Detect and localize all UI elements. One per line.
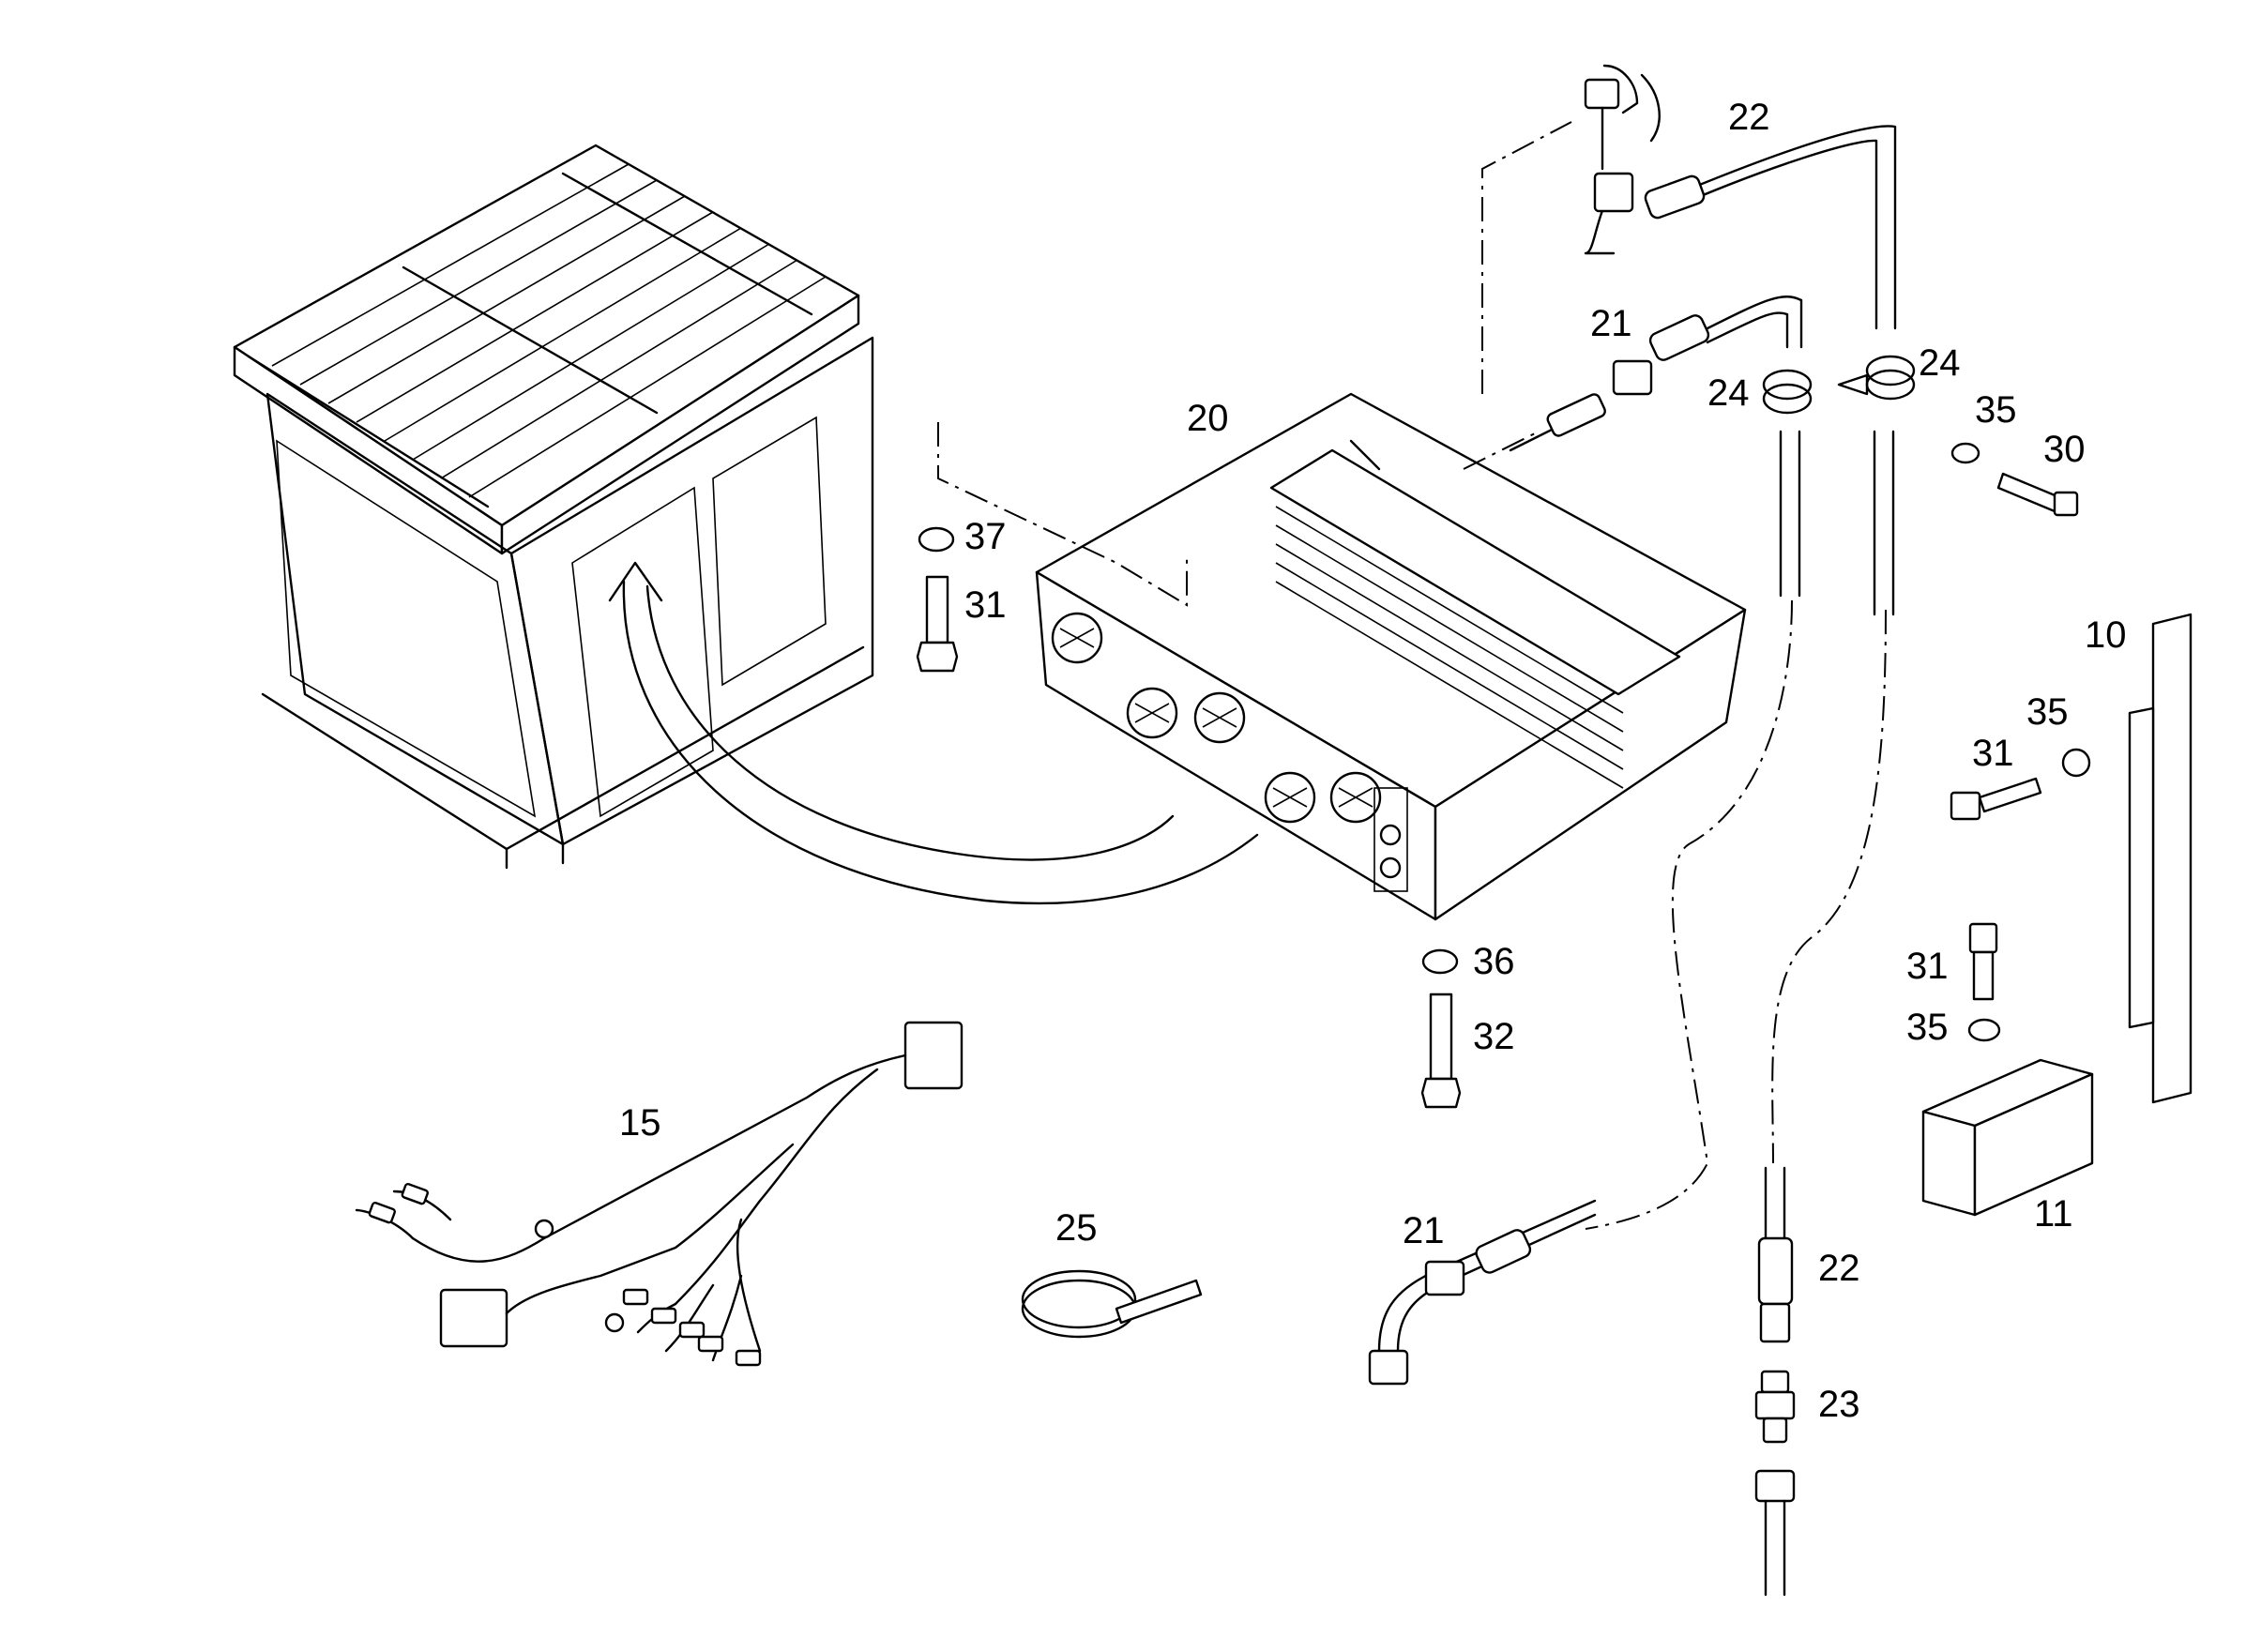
- callout-30: 30: [2043, 429, 2086, 470]
- callout-10: 10: [2085, 614, 2127, 656]
- callout-32: 32: [1473, 1016, 1515, 1057]
- cable-tie: [1021, 1269, 1203, 1339]
- callout-35-top: 35: [1975, 389, 2017, 431]
- guide-lines: [937, 121, 1887, 1230]
- cab-frame: [233, 144, 1259, 905]
- callout-35-mid: 35: [2026, 691, 2069, 733]
- callout-25: 25: [1055, 1207, 1098, 1249]
- callout-31-right: 31: [1972, 733, 2014, 774]
- callout-23: 23: [1818, 1384, 1860, 1425]
- wiring-harness: [355, 1021, 964, 1367]
- callout-21-top: 21: [1590, 303, 1632, 344]
- callout-numbers: 10 11 15 20 21 21 22 22 23 24 24 25 30 3…: [619, 97, 2127, 1425]
- callout-37: 37: [964, 516, 1007, 557]
- callout-22-top: 22: [1728, 97, 1770, 138]
- callout-15: 15: [619, 1102, 661, 1144]
- callout-31-left: 31: [964, 584, 1007, 626]
- callout-35-lower: 35: [1906, 1007, 1949, 1048]
- tubes-fittings: [916, 64, 2193, 1597]
- callout-36: 36: [1473, 941, 1515, 982]
- heater-unit: [1035, 392, 1747, 921]
- callout-20: 20: [1187, 398, 1229, 439]
- callout-11: 11: [2034, 1193, 2073, 1235]
- callout-31-lower: 31: [1906, 946, 1949, 987]
- callout-24-left: 24: [1707, 372, 1750, 414]
- callout-21-bottom: 21: [1403, 1210, 1445, 1251]
- callout-22-bottom: 22: [1818, 1248, 1860, 1289]
- callout-24-right: 24: [1919, 342, 1961, 384]
